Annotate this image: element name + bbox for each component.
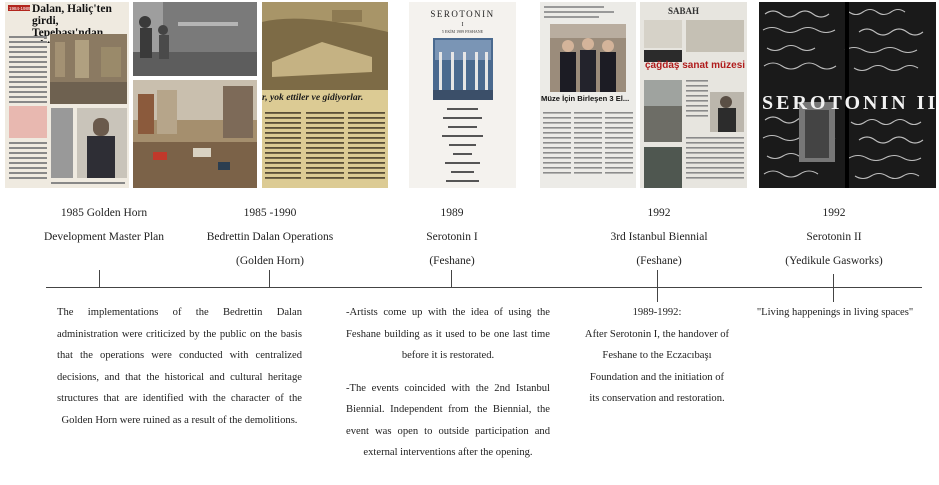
description-serotonin-2: "Living happenings in living spaces" [752,302,918,324]
description-serotonin-2-quote: "Living happenings in living spaces" [756,307,914,318]
headline-tag: 1984-1989 [9,6,31,11]
image-dalan-demolition [133,2,257,188]
image-serotonin-1-poster: SEROTONIN I 5 EKİM 1989 FESHANE [409,2,516,188]
event-title-dalan-operations: Bedrettin Dalan Operations [206,231,334,243]
poster-title: SEROTONIN [430,9,494,19]
clipping-headline-museum: çağdaş sanat müzesi [645,60,746,71]
image-dalan-newspaper: 1984-1989 Dalan, Haliç'ten girdi, Tepeba… [5,2,129,188]
timeline-tick-1985 [99,270,100,288]
event-year-1985: 1985 Golden Horn [60,207,148,219]
poster-title: SEROTONIN II [762,92,936,114]
event-year-1989: 1989 [440,207,464,219]
event-location-yedikule: (Yedikule Gasworks) [785,255,883,267]
timeline-tick-1992-serotonin-2 [833,274,834,302]
event-title-serotonin-2: Serotonin II [806,231,862,243]
description-serotonin-1-idea: -Artists come up with the idea of using … [346,307,550,361]
image-biennial-newspapers: Müze İçin Birleşen 3 El... SABAH çağdaş … [540,2,747,188]
event-year-1985-1990: 1985 -1990 [243,207,297,219]
timeline-axis [46,287,922,288]
timeline-tick-1989 [451,270,452,288]
image-serotonin-2-poster: SEROTONIN II [759,2,936,188]
event-year-1992-biennial: 1992 [647,207,671,219]
event-location-feshane: (Feshane) [429,255,475,267]
event-title-biennial: 3rd Istanbul Biennial [610,231,708,243]
description-handover-text: After Serotonin I, the handover of Fesha… [584,328,730,405]
description-dalan-text: The implementations of the Bedrettin Dal… [57,307,302,426]
event-year-1992-serotonin-2: 1992 [822,207,846,219]
poster-numeral: I [462,22,464,28]
event-location-feshane-biennial: (Feshane) [636,255,682,267]
description-handover-year: 1989-1992: [632,307,682,318]
timeline-tick-1989-1992 [657,270,658,302]
headline: r, yok ettiler ve gidiyorlar. [262,92,364,103]
event-title-serotonin-1: Serotonin I [426,231,478,243]
description-handover: 1989-1992: After Serotonin I, the handov… [584,302,730,410]
poster-subtitle: 5 EKİM 1989 FESHANE [442,29,484,34]
image-dalan-sepia-newspaper: r, yok ettiler ve gidiyorlar. [262,2,388,188]
event-location-golden-horn: (Golden Horn) [235,255,305,267]
masthead: SABAH [668,6,699,16]
event-title-master-plan: Development Master Plan [43,231,165,243]
description-serotonin-1: -Artists come up with the idea of using … [346,302,550,464]
timeline-tick-1985-1990 [269,270,270,288]
clipping-headline: Müze İçin Birleşen 3 El... [541,94,630,103]
description-serotonin-1-biennial: -The events coincided with the 2nd Istan… [346,382,550,459]
description-dalan: The implementations of the Bedrettin Dal… [57,302,302,431]
